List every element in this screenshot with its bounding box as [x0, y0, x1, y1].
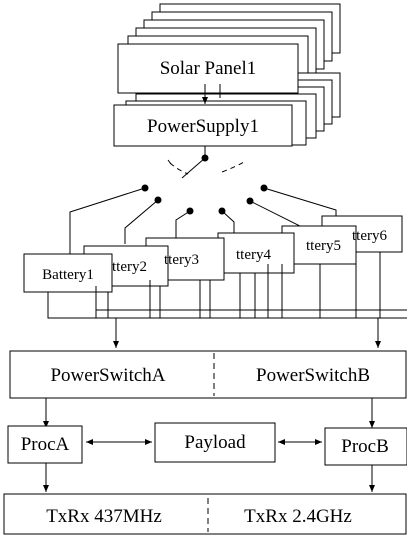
battery3-label: ttery3 [164, 252, 199, 268]
txrx-b-label: TxRx 2.4GHz [244, 506, 352, 527]
txrx-a-label: TxRx 437MHz [46, 506, 162, 527]
battery6-label: ttery6 [352, 228, 387, 244]
solar-panel-label: Solar Panel1 [160, 58, 257, 79]
battery-stack [23, 215, 403, 293]
payload-label: Payload [184, 432, 246, 453]
power-switch-b-label: PowerSwitchB [256, 365, 370, 386]
battery5-label: ttery5 [306, 238, 341, 254]
battery-bus [47, 252, 407, 348]
battery1-label: Battery1 [42, 267, 94, 283]
battery1-box [23, 253, 113, 293]
battery4-label: ttery4 [236, 247, 271, 263]
power-switch-a-label: PowerSwitchA [50, 365, 165, 386]
processor-row [7, 422, 407, 492]
power-switch [9, 350, 407, 428]
power-supply-label: PowerSupply1 [147, 116, 259, 137]
payload-box [154, 422, 276, 463]
proc-a-box [7, 425, 83, 464]
selector-switch [167, 154, 245, 179]
transceiver-bar [3, 493, 407, 535]
battery2-label: ttery2 [112, 259, 147, 275]
proc-b-box [324, 427, 407, 466]
proc-a-label: ProcA [21, 434, 70, 455]
proc-b-label: ProcB [341, 436, 389, 457]
